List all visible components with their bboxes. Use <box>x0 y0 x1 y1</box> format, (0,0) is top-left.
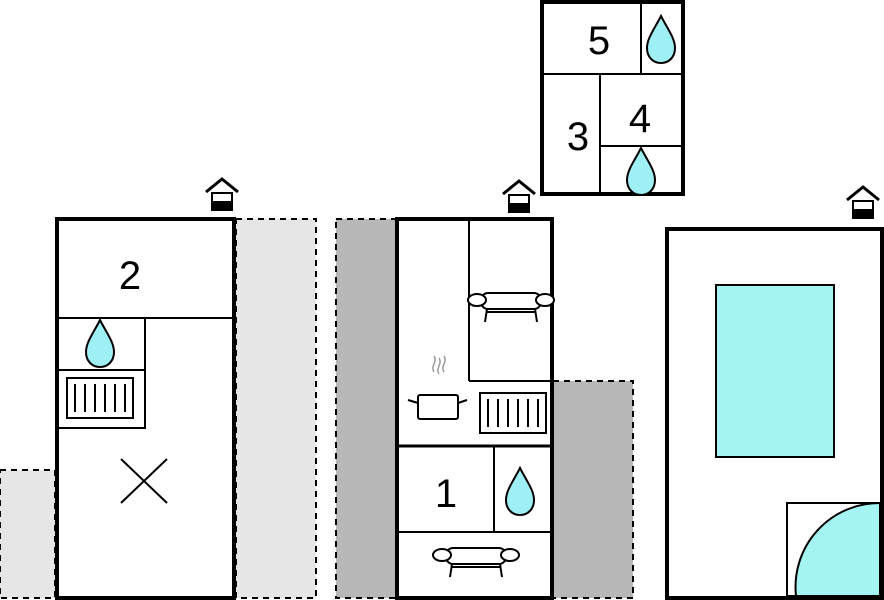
room-label-4: 4 <box>629 97 651 141</box>
building-middle: 1 <box>395 179 555 600</box>
radiator-icon <box>479 392 547 434</box>
building-right <box>665 185 884 600</box>
terrace-middle-right <box>552 380 634 599</box>
shower-quarter-circle-icon <box>786 501 881 597</box>
terrace-left <box>235 218 317 599</box>
terrace-left-small <box>0 469 56 599</box>
bathroom-left <box>56 317 146 429</box>
terrace-middle-left <box>335 218 397 599</box>
pool <box>715 284 835 458</box>
room-label-3: 3 <box>567 115 589 159</box>
room-label-5: 5 <box>588 19 610 63</box>
house-entrance-icon <box>204 177 240 212</box>
building-left: 2 <box>55 177 240 600</box>
radiator-icon <box>66 377 134 419</box>
house-entrance-icon <box>501 179 537 214</box>
house-entrance-icon <box>845 185 881 220</box>
building-upper: 5 3 4 <box>540 0 685 196</box>
room-label-2: 2 <box>119 254 141 298</box>
cross-bed-icon <box>120 458 168 504</box>
cooking-pot-icon <box>407 355 468 420</box>
room-label-1: 1 <box>435 472 457 516</box>
